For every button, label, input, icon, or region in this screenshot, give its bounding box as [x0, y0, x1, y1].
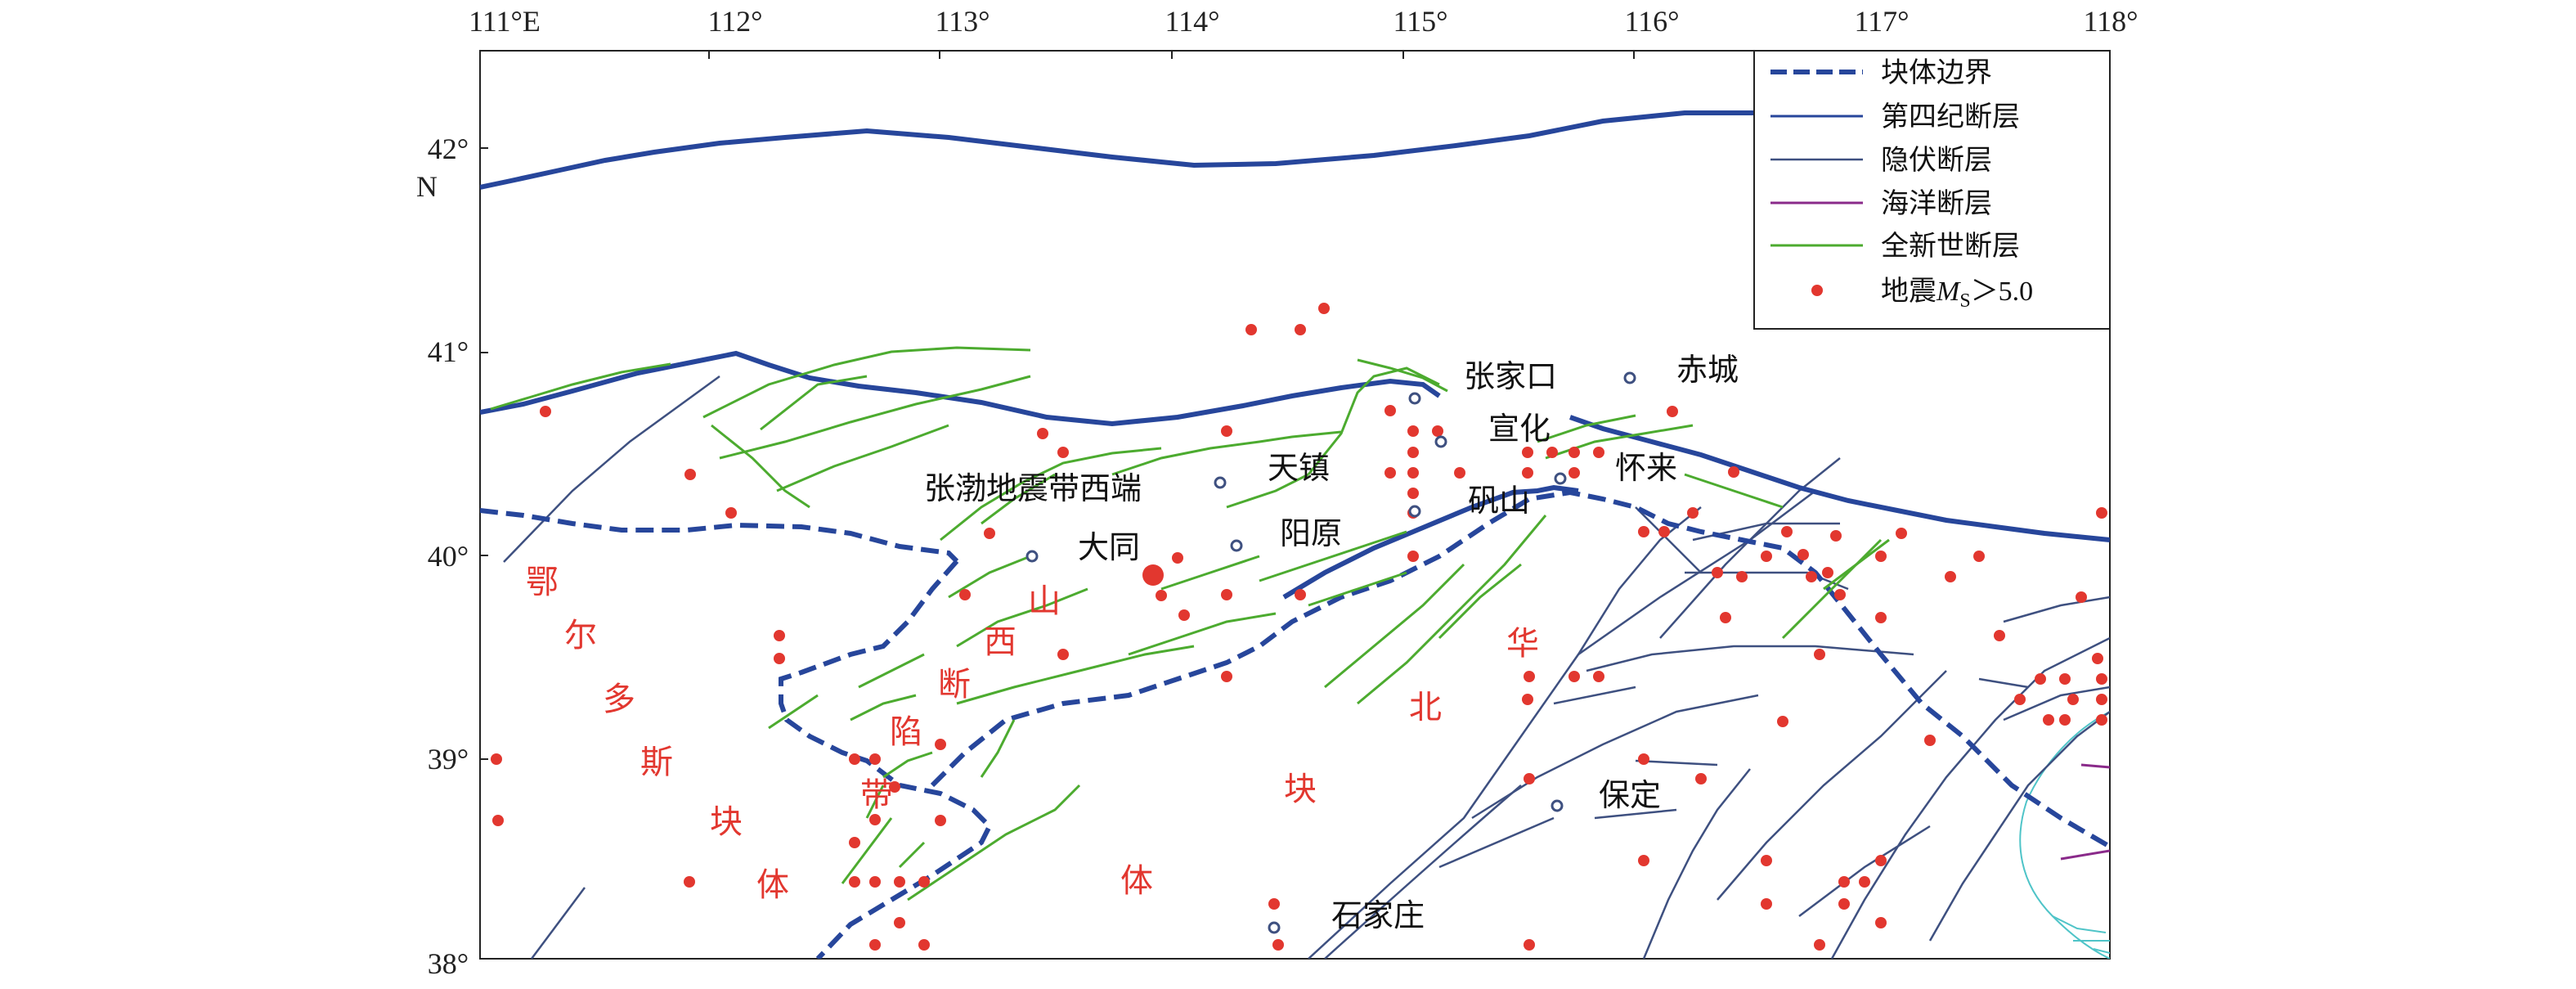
legend-item-ocean-fault: 海洋断层 [1770, 187, 1992, 220]
place-labels: 张家口 赤城 宣化 怀来 天镇 张渤地震带西端 矾山 阳原 大同 保定 石家庄 [924, 352, 1739, 933]
legend-label-ocean-fault: 海洋断层 [1881, 187, 1992, 220]
place-zhangbo-west-end: 张渤地震带西端 [924, 470, 1142, 506]
lat-tick-40: 40° [428, 540, 469, 573]
legend-label-quaternary-fault: 第四纪断层 [1881, 101, 2020, 133]
lat-tick-39: 39° [428, 743, 469, 775]
region-ordos-char-5: 块 [710, 803, 743, 841]
region-northchina-hua: 华 [1506, 625, 1539, 663]
region-shanxi-char-5: 带 [860, 776, 893, 814]
lon-tick-114: 114° [1165, 5, 1219, 38]
region-northchina-bei: 北 [1409, 689, 1442, 726]
coastline [2019, 711, 2110, 959]
place-datong: 大同 [1078, 529, 1140, 565]
region-shanxi-char-2: 西 [984, 623, 1016, 661]
place-fanshan: 矾山 [1468, 483, 1530, 519]
lon-tick-112: 112° [707, 5, 762, 38]
legend-label-earthquake: 地震MS＞5.0 [1881, 275, 2033, 312]
place-chicheng: 赤城 [1676, 352, 1739, 388]
legend-item-quaternary-fault: 第四纪断层 [1770, 101, 2020, 133]
lon-tick-117: 117° [1854, 5, 1909, 38]
region-labels: 鄂 尔 多 斯 块 体 山 西 断 陷 带 华 北 块 体 [526, 564, 1539, 904]
region-shanxi-char-4: 陷 [890, 713, 922, 751]
lon-tick-111: 111°E [469, 5, 541, 38]
lon-tick-116: 116° [1624, 5, 1679, 38]
region-shanxi-char-3: 断 [938, 666, 971, 704]
block-boundaries [480, 489, 2110, 959]
region-ordos-char-3: 多 [603, 681, 635, 718]
north-label: N [416, 170, 438, 203]
place-shijiazhuang: 石家庄 [1331, 897, 1425, 933]
region-ordos-char-2: 尔 [564, 617, 597, 654]
longitude-axis: 111°E 112° 113° 114° 115° 116° 117° 118° [469, 5, 2138, 38]
lon-tick-118: 118° [2083, 5, 2138, 38]
region-ordos-char-4: 斯 [640, 744, 673, 781]
legend-box [1753, 50, 2111, 330]
holocene-faults [490, 346, 1890, 901]
legend-label-block-boundary: 块体边界 [1881, 56, 1992, 89]
region-ordos-char-6: 体 [756, 866, 789, 904]
region-shanxi-char-1: 山 [1028, 582, 1061, 620]
legend-item-holocene-fault: 全新世断层 [1770, 230, 2020, 263]
map-content [480, 107, 2110, 959]
place-yangyuan: 阳原 [1280, 515, 1342, 551]
place-huailai: 怀来 [1615, 450, 1677, 486]
place-tianzhen: 天镇 [1268, 450, 1330, 486]
legend-item-block-boundary: 块体边界 [1770, 56, 1992, 89]
region-northchina-kuai: 块 [1284, 771, 1317, 808]
lon-tick-113: 113° [935, 5, 990, 38]
town-markers [1025, 371, 1636, 934]
region-ordos-char-1: 鄂 [526, 564, 559, 601]
place-baoding: 保定 [1599, 777, 1661, 813]
legend-item-buried-fault: 隐伏断层 [1770, 144, 1992, 177]
ocean-faults [2060, 763, 2110, 861]
lon-tick-115: 115° [1393, 5, 1447, 38]
earthquake-epicenters [491, 303, 2107, 951]
lat-tick-38: 38° [428, 947, 469, 980]
earthquake-symbol-icon [1811, 285, 1823, 296]
lat-tick-41: 41° [428, 335, 469, 368]
lat-tick-42: 42° [428, 133, 469, 165]
legend-label-holocene-fault: 全新世断层 [1881, 230, 2020, 263]
legend-label-buried-fault: 隐伏断层 [1881, 144, 1992, 177]
latitude-axis: 42° N 41° 40° 39° 38° [416, 133, 469, 980]
legend: 块体边界 第四纪断层 隐伏断层 海洋断层 全新世断层 地震MS＞5.0 [1753, 50, 2111, 330]
place-xuanhua: 宣化 [1488, 411, 1551, 447]
region-northchina-ti: 体 [1120, 862, 1153, 900]
buried-faults [503, 375, 2110, 959]
legend-item-earthquake: 地震MS＞5.0 [1811, 275, 2033, 312]
place-zhangjiakou: 张家口 [1464, 358, 1557, 394]
